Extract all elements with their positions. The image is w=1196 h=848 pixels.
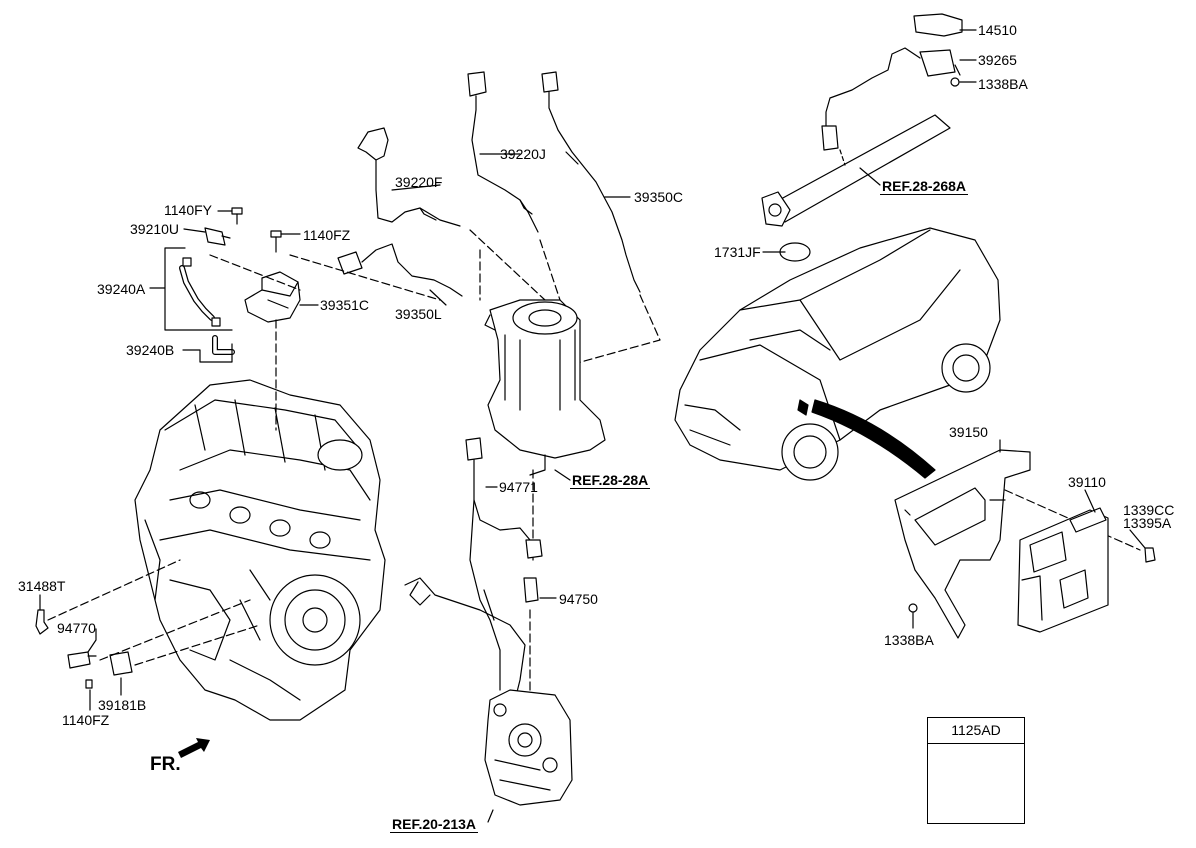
front-arrow-icon [178, 738, 210, 758]
part-box-1125AD: 1125AD [927, 717, 1025, 824]
exhaust-filter-illustration [484, 299, 606, 476]
label-13395A: 13395A [1123, 515, 1172, 531]
front-direction-label: FR. [150, 754, 181, 775]
locator-arrow [811, 399, 936, 479]
label-1140FZ-bottom: 1140FZ [62, 712, 110, 728]
label-1339CC: 1339CC [1123, 502, 1175, 518]
label-1140FY: 1140FY [164, 202, 212, 218]
label-39220J: 39220J [500, 146, 546, 162]
label-31488T: 31488T [18, 578, 66, 594]
ecu-bracket-illustration [894, 449, 1141, 639]
label-94750: 94750 [559, 591, 598, 607]
label-39240B: 39240B [126, 342, 175, 358]
engine-block-illustration [134, 379, 386, 721]
label-39150: 39150 [949, 424, 988, 440]
left-sensors-illustration [35, 207, 301, 689]
ecu-illustration [1017, 507, 1156, 633]
label-1338BA-top: 1338BA [978, 76, 1028, 92]
label-39220F: 39220F [395, 174, 443, 190]
label-14510: 14510 [978, 22, 1017, 38]
vehicle-illustration [674, 227, 1001, 481]
label-94770: 94770 [57, 620, 96, 636]
label-39110: 39110 [1068, 474, 1106, 490]
pressure-sensor-tube-illustration [404, 437, 543, 701]
label-39265: 39265 [978, 52, 1017, 68]
label-94771: 94771 [499, 479, 538, 495]
label-1731JF: 1731JF [714, 244, 761, 260]
label-1338BA-bottom: 1338BA [884, 632, 934, 648]
label-leaders [39, 29, 1146, 823]
label-39181B: 39181B [98, 697, 147, 713]
label-39240A: 39240A [97, 281, 146, 297]
label-39350L: 39350L [395, 306, 442, 322]
label-39210U: 39210U [130, 221, 180, 237]
label-1140FZ-top: 1140FZ [303, 227, 351, 243]
ref-20-213A[interactable]: REF.20-213A [390, 816, 479, 833]
ref-28-268A[interactable]: REF.28-268A [880, 178, 969, 195]
label-39350C: 39350C [634, 189, 684, 205]
harness-sensors-illustration [47, 71, 661, 701]
ref-28-28A[interactable]: REF.28-28A [570, 472, 651, 489]
label-39351C: 39351C [320, 297, 370, 313]
pump-illustration [484, 689, 573, 806]
part-box-header: 1125AD [928, 718, 1024, 744]
